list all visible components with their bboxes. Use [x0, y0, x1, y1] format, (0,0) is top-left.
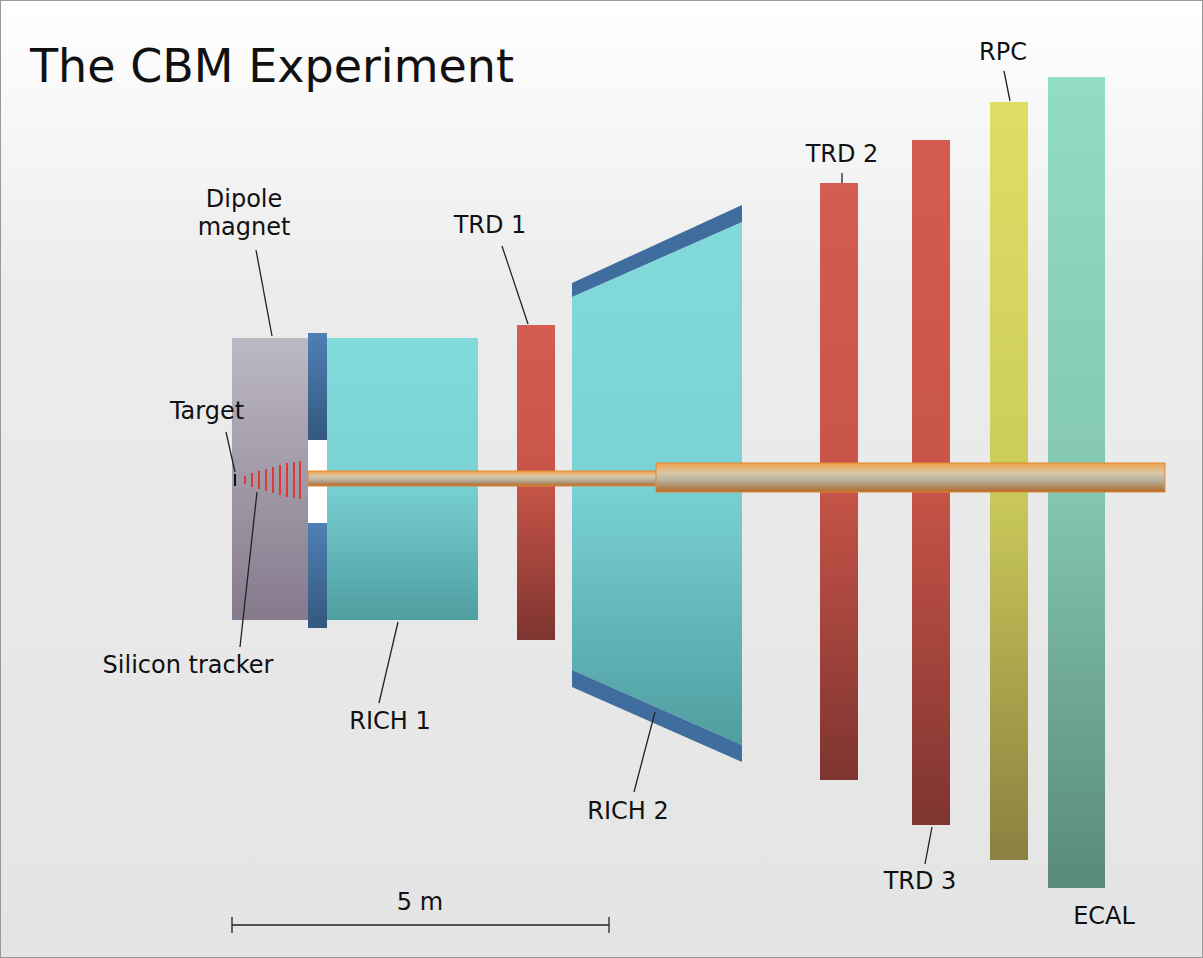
scale-bar — [232, 917, 609, 933]
part-label: Silicon tracker — [103, 652, 274, 680]
beam-pipe-wide — [656, 463, 1165, 492]
beam-pipe — [308, 471, 660, 486]
part-label: TRD 1 — [454, 212, 527, 240]
leader-line — [226, 71, 1010, 864]
magnet-plate — [308, 523, 327, 628]
rich2-mirror-bottom — [572, 670, 742, 762]
target-symbol — [234, 474, 236, 486]
scale-label: 5 m — [397, 889, 443, 917]
part-label: TRD 3 — [884, 868, 957, 896]
silicon-tracker — [245, 461, 300, 499]
part-label: Target — [170, 398, 244, 426]
part-label: RICH 1 — [349, 708, 430, 736]
part-label: ECAL — [1073, 903, 1135, 931]
dipole-magnet — [232, 338, 308, 620]
rich2-mirror-top — [572, 205, 742, 297]
part-label: TRD 2 — [806, 141, 879, 169]
magnet-plate — [308, 333, 327, 440]
part-label: RPC — [979, 39, 1027, 67]
part-label: RICH 2 — [587, 798, 668, 826]
diagram-title: The CBM Experiment — [30, 40, 514, 93]
part-label: Dipole magnet — [179, 186, 309, 241]
